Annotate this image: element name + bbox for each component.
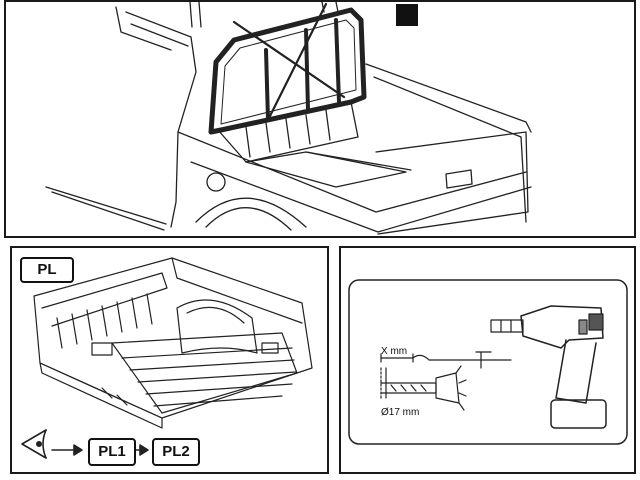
drill-drawing <box>348 279 628 445</box>
diameter-label: Ø17 mm <box>381 407 420 418</box>
step-pl1-label: PL1 <box>88 438 136 466</box>
vehicle-illustration-panel <box>4 0 636 238</box>
drilling-panel: X mm Ø17 mm <box>339 246 636 474</box>
pl-badge: PL <box>20 257 74 283</box>
pickup-truck-drawing <box>45 2 532 235</box>
bedliner-drawing <box>21 257 313 459</box>
x-mm-label: X mm <box>381 346 408 357</box>
eye-icon <box>21 429 47 459</box>
bedliner-panel: PL PL1 PL2 <box>10 246 329 474</box>
drill-icon <box>490 305 607 429</box>
step-pl2-label: PL2 <box>152 438 200 466</box>
